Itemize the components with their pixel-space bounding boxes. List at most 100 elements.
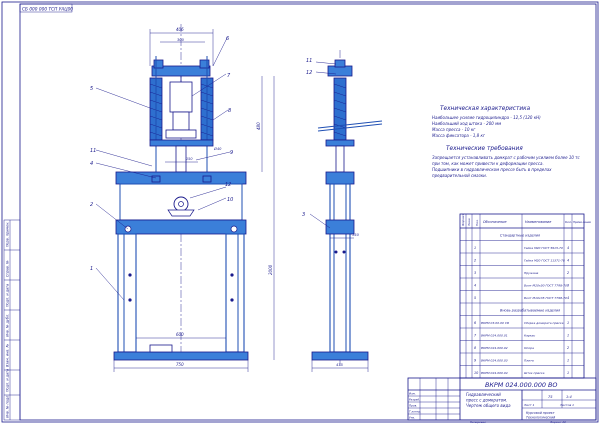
role-label: Утв. <box>409 416 415 420</box>
left-stamp-strip: Перв. примен. Справ. № Подп. и дата Инв.… <box>3 219 21 421</box>
table-cell-name: Пружина <box>524 271 539 275</box>
jack-cylinder <box>169 81 193 113</box>
svg-text:6: 6 <box>226 36 229 42</box>
side-base <box>311 351 369 361</box>
svg-text:1: 1 <box>90 266 93 272</box>
side-top-plate <box>327 65 353 77</box>
table-cell-qty: 4 <box>567 259 569 263</box>
jack-body <box>172 111 190 131</box>
sheets-total: Листов 1 <box>559 403 574 407</box>
table-cell-name: Сборка домкрата пресса <box>524 321 564 325</box>
req-line: предварительной смазки. <box>432 173 487 178</box>
side-label: Инв. № дубл. <box>6 314 10 337</box>
inner-frame <box>19 3 597 421</box>
table-cell-pos: 4 <box>474 284 476 288</box>
top-stamp: СБ 000 000 ТСП УАЦ00 <box>19 3 73 13</box>
svg-text:2: 2 <box>90 202 93 208</box>
table-cell-qty: 2 <box>567 346 569 350</box>
th-name: Наименование <box>525 220 551 224</box>
svg-text:12: 12 <box>306 70 312 76</box>
doc-code: ВКРМ 024.000.000 ВО <box>485 381 557 389</box>
tech-specs: Техническая характеристика Наибольшее ус… <box>432 106 541 138</box>
table-cell-pos: 1 <box>474 246 476 250</box>
table-cell-pos: 5 <box>474 296 476 300</box>
table-cell-pos: 6 <box>474 321 476 325</box>
side-view: 150 475 11 12 3 <box>302 50 383 372</box>
scale-value: 1:4 <box>566 395 572 399</box>
bolt-icon <box>202 175 212 183</box>
table-cell-code: ВКРМ 024.000.04 <box>481 371 508 375</box>
table-cell-pos: 10 <box>474 371 478 375</box>
table-cell-name: Болт М20х50 ГОСТ 7798-70 <box>524 284 567 288</box>
dim-upper-height: 480 <box>256 122 261 130</box>
table-cell-name: Опора <box>524 346 534 350</box>
spec-line: Наибольший ход штока - 200 мм <box>432 121 501 126</box>
bed-beam <box>115 219 247 235</box>
name-line: пресс с домкратом. <box>466 398 507 403</box>
th-zone: Зона <box>467 218 471 226</box>
table-cell-pos: 3 <box>474 271 476 275</box>
dim-rod: Ø40 <box>213 146 222 151</box>
th-note: Приме-чание <box>573 220 591 224</box>
table-cell-qty: 1 <box>567 334 569 338</box>
table-cell-name: Каркас <box>524 334 536 338</box>
press-rod <box>175 145 187 173</box>
table-cell-code: ВКРМ 024.000.03 <box>481 359 508 363</box>
side-label: Инв. № подл. <box>6 395 10 418</box>
svg-text:7: 7 <box>227 73 231 79</box>
dim-bed-width: 600 <box>176 332 184 337</box>
mass-value: 75 <box>548 395 553 399</box>
bolt-icon <box>151 175 161 183</box>
table-cell-code: ВКРМ 024.000.02 <box>481 346 508 350</box>
dim-top-width: 406 <box>176 27 184 32</box>
table-cell-code: ВКРМ 024.000.01 <box>481 334 508 338</box>
role-label: Т.контр. <box>409 410 421 414</box>
table-cell-qty: 4 <box>567 246 569 250</box>
nut-icon <box>153 59 164 69</box>
table-cell-code: ВКРМ 03.00.00 СБ <box>481 321 509 325</box>
footer-copy: Копировал <box>470 420 486 424</box>
dim-mid: 150 <box>186 157 192 161</box>
table-cell-pos: 9 <box>474 359 476 363</box>
req-title: Технические требования <box>446 146 523 152</box>
table-cell-name: Плита <box>524 359 534 363</box>
svg-text:СБ 000 000 ТСП УАЦ00: СБ 000 000 ТСП УАЦ00 <box>22 7 73 13</box>
dim-total-height: 2000 <box>268 264 273 275</box>
spec-line: Наибольшее усилие гидроцилиндра - 12,5 (… <box>432 115 541 120</box>
table-cell-name: Гайка М20 ГОСТ 11371-78 <box>524 259 565 263</box>
table-cell-name: Гайка М20 ГОСТ 5915-70 <box>524 246 563 250</box>
title-block: ВКРМ 024.000.000 ВО Гидравлический пресс… <box>407 377 597 424</box>
tech-requirements: Технические требования Запрещается устан… <box>432 146 581 178</box>
th-format: Формат <box>461 214 465 226</box>
frame-base <box>113 351 249 361</box>
svg-text:4: 4 <box>90 161 93 167</box>
nut-icon <box>199 59 210 69</box>
svg-text:12: 12 <box>225 182 231 188</box>
svg-text:8: 8 <box>228 108 231 114</box>
frame-leg-right <box>225 233 245 353</box>
table-cell-pos: 8 <box>474 346 477 350</box>
jack-base <box>165 129 197 139</box>
callouts: 6 7 8 9 12 10 5 11 4 2 1 <box>90 36 233 301</box>
dim-side-depth: 150 <box>352 233 360 237</box>
side-label: Перв. примен. <box>6 222 10 247</box>
name-line: Гидравлический <box>466 392 501 397</box>
table-cell-name: Болт М10х35 ГОСТ 7798-70 <box>524 296 567 300</box>
side-label: Справ. № <box>6 260 10 277</box>
side-top-beam <box>325 171 355 185</box>
specification-table: Формат Зона Поз. Обозначение Наименовани… <box>459 214 591 379</box>
moving-plate <box>149 139 214 147</box>
org-line: Технологический <box>526 416 555 420</box>
req-line: Подшипники в гидравлическом прессе быть … <box>432 167 552 172</box>
req-line: Запрещается устанавливать домкрат с рабо… <box>432 155 581 160</box>
svg-text:9: 9 <box>230 150 233 156</box>
table-cell-qty: 2 <box>567 271 569 275</box>
table-cell-pos: 2 <box>474 259 476 263</box>
dim-base-width: 750 <box>176 362 184 367</box>
role-label: Разраб. <box>409 398 420 402</box>
table-cell-qty: 1 <box>567 359 569 363</box>
table-cell-qty: 1 <box>567 321 569 325</box>
side-label: Подп. и дата <box>6 369 10 392</box>
svg-text:3: 3 <box>302 212 305 218</box>
